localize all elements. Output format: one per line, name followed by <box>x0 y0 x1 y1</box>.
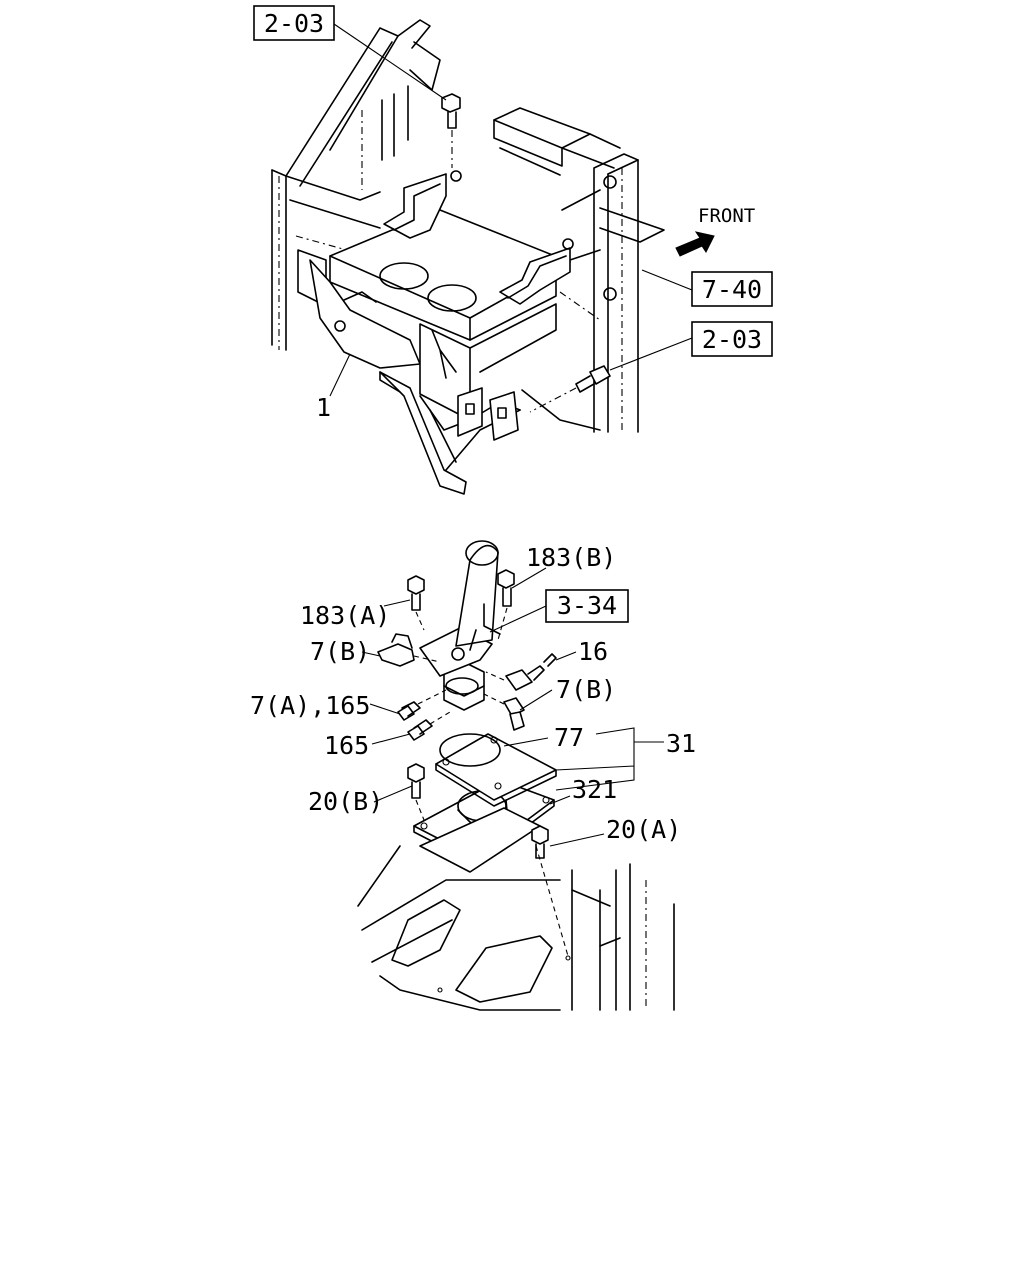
ref-label-top-left: 2-03 <box>264 9 324 38</box>
upper-assembly-view: 2-03 7-40 2-03 FRONT 1 <box>253 5 773 495</box>
bolt-20b <box>407 763 425 821</box>
frame-left-channel <box>271 169 287 351</box>
leader-77 <box>503 737 549 747</box>
bolt-183b <box>497 569 515 641</box>
ref-box-top-left: 2-03 <box>253 5 335 41</box>
frame-right-channel <box>593 153 639 433</box>
label-20a: 20(A) <box>606 815 681 844</box>
bolt-183a <box>407 575 425 631</box>
label-77: 77 <box>554 723 584 752</box>
leader-7a-165 <box>369 703 401 715</box>
leader-20a <box>549 833 605 847</box>
label-7b-left: 7(B) <box>310 637 370 666</box>
leader-20b <box>373 785 413 803</box>
front-label: FRONT <box>698 205 755 227</box>
fitting-165 <box>407 711 451 741</box>
label-183a: 183(A) <box>300 601 390 630</box>
gasket <box>435 733 557 807</box>
leader-183b <box>511 567 547 589</box>
bracket-31 <box>555 727 664 791</box>
label-183b: 183(B) <box>526 543 616 572</box>
frame-upper-rails <box>285 19 441 263</box>
front-arrow-icon <box>675 231 715 257</box>
label-20b: 20(B) <box>308 787 383 816</box>
sensor-16 <box>485 653 557 691</box>
leader-16 <box>555 651 577 661</box>
leader-7b-right <box>519 689 553 711</box>
leader-ref-top-left <box>333 23 447 101</box>
leader-ref-pipe <box>489 605 547 633</box>
label-16: 16 <box>578 637 608 666</box>
leader-165 <box>371 733 411 745</box>
elbow-fitting-left <box>377 633 441 667</box>
battery-tray <box>297 170 574 421</box>
label-31: 31 <box>666 729 696 758</box>
label-321: 321 <box>572 775 617 804</box>
fitting-7a-165 <box>397 689 447 721</box>
front-direction-indicator: FRONT <box>675 205 755 257</box>
leader-183a <box>383 599 411 607</box>
leader-ref-right-lower <box>609 337 693 371</box>
lower-assembly-view: 3-34 183(B) 183(A) 7(B) 16 7(B) 7(A),165… <box>250 540 696 1011</box>
bracket-support-arm <box>379 371 521 495</box>
leader-ref-right-upper <box>641 269 693 291</box>
ref-label-right-lower: 2-03 <box>702 325 762 354</box>
elbow-fitting-right <box>483 693 525 731</box>
floor-panel <box>357 845 675 1011</box>
ref-label-pipe: 3-34 <box>557 591 617 620</box>
leader-7b-left <box>361 651 381 657</box>
ref-box-right-upper: 7-40 <box>691 271 773 307</box>
ref-label-right-upper: 7-40 <box>702 275 762 304</box>
leader-321 <box>549 795 571 805</box>
upper-mount-bolt <box>441 93 461 168</box>
bolt-20a <box>531 825 549 859</box>
ref-box-right-lower: 2-03 <box>691 321 773 357</box>
label-7a-165: 7(A),165 <box>250 691 370 720</box>
side-mount-bolt <box>529 365 611 413</box>
label-7b-right: 7(B) <box>556 675 616 704</box>
exhaust-pipe <box>455 540 501 651</box>
ref-box-pipe: 3-34 <box>545 589 629 623</box>
part-number-1: 1 <box>316 393 331 422</box>
leader-part-1 <box>329 353 351 397</box>
label-165: 165 <box>324 731 369 760</box>
